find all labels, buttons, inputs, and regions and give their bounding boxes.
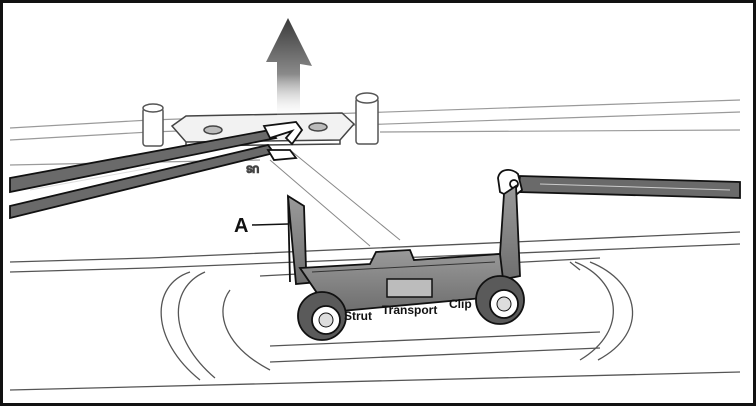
right-pliers bbox=[497, 169, 741, 200]
callout-a: A bbox=[234, 215, 289, 237]
clip-text-clip: Clip bbox=[449, 297, 472, 311]
clip-text-strut: Strut bbox=[344, 309, 372, 323]
embossed-mark: US bbox=[246, 164, 259, 174]
mounting-plate: US bbox=[170, 112, 356, 175]
lower-rail bbox=[9, 231, 741, 391]
guide-lines bbox=[269, 149, 401, 247]
left-pliers bbox=[9, 121, 304, 220]
mounting-posts bbox=[142, 92, 379, 147]
up-arrow-icon bbox=[266, 18, 312, 120]
clip-text-transport: Transport bbox=[382, 303, 437, 317]
strut-transport-clip bbox=[286, 184, 525, 341]
callout-label: A bbox=[234, 215, 248, 237]
